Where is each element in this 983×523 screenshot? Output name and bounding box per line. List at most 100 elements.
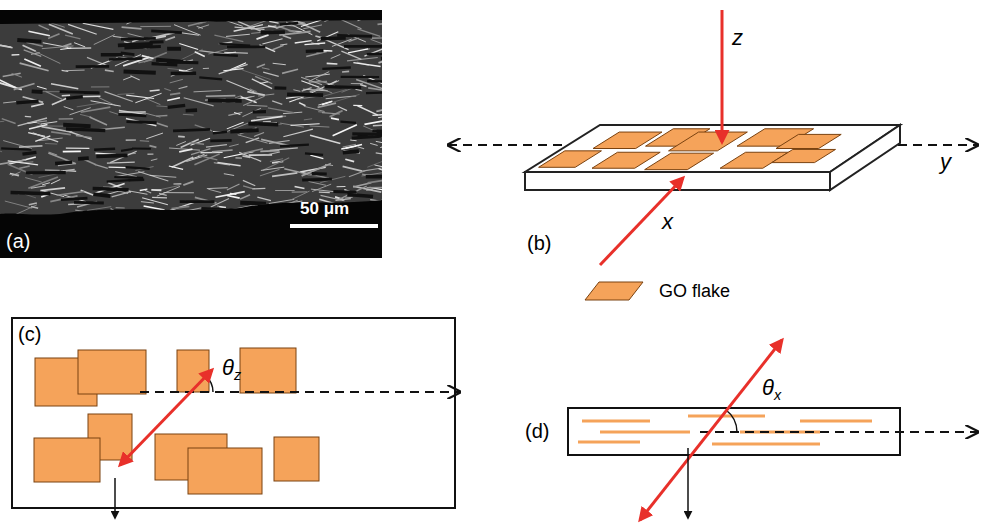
sem-fibre [347,57,378,60]
sem-fibre [16,101,38,103]
sem-fibre [174,208,202,214]
sem-fibre [201,209,237,211]
sem-fibre [287,92,323,97]
sem-fibre [57,191,85,195]
sem-fibre [227,206,252,211]
sem-fibre [376,210,396,218]
go-flakes [539,129,842,170]
sem-texture [0,10,413,220]
sem-fibre [126,122,156,123]
sem-fibre [206,95,236,97]
sem-fibre [229,144,238,146]
sem-fibre [29,203,37,205]
sem-fibre [12,54,20,56]
sem-fibre [63,44,72,47]
sem-fibre [377,107,407,110]
top-view-frame [12,318,455,508]
sem-fibre [240,201,266,206]
sem-fibre [198,18,217,25]
sem-fibre [167,47,181,51]
sem-fibre [322,68,351,69]
sem-fibre [2,119,16,124]
sem-fibre [226,20,243,26]
sem-fibre [109,166,127,168]
sem-fibre [170,79,183,83]
sem-fibre [195,52,205,57]
sem-fibre [19,166,30,169]
sem-fibre [304,43,325,45]
slab-front [525,172,830,190]
sem-fibre [374,165,405,172]
sem-fibre [347,194,373,196]
sem-fibre [252,79,272,89]
sem-fibre [101,53,123,57]
sem-fibre [149,146,156,148]
sem-fibre [144,206,165,210]
sem-fibre [280,44,287,45]
go-flake [177,350,209,392]
sem-fibre [208,99,242,103]
sem-fibre [5,201,32,208]
sem-fibre [251,116,283,121]
angle-arc [726,410,737,432]
sem-fibre [311,43,319,45]
legend-swatch [583,280,645,302]
sem-fibre [165,37,175,40]
sem-fibre [183,114,194,116]
panel-label: (a) [6,230,30,252]
sem-fibre [198,25,209,29]
sem-fibre [35,51,61,63]
sem-fibre [372,38,385,39]
sem-fibre [76,65,109,68]
sem-fibre [140,26,171,27]
sem-fibre [96,211,115,220]
sem-fibre [368,180,388,183]
sem-fibre [150,175,177,177]
sem-fibre [90,117,107,125]
sem-fibre [25,178,42,182]
side-view-flakes [578,416,872,444]
sem-fibre [243,180,255,185]
sem-fibre [170,93,180,94]
sem-fibre [146,133,163,139]
scale-bar [290,224,378,228]
sem-fibre [312,172,327,176]
sem-fibre [163,192,193,193]
sem-fibre [299,103,305,106]
sem-fibre [31,104,44,107]
sem-fibre [276,200,298,208]
sem-fibre [355,89,362,91]
sem-fibre [378,57,398,63]
sem-fibre [373,124,386,126]
sem-fibre [287,207,302,209]
sem-fibre [376,153,394,156]
film-slab [448,10,978,265]
sem-fibre [145,190,151,193]
sem-fibre [126,19,135,21]
sem-fibre [32,89,43,93]
sem-fibre [0,121,4,123]
sem-fibre [295,41,312,43]
sem-fibre [268,108,294,113]
sem-fibre [173,183,181,184]
sem-fibre [350,139,356,141]
sem-fibre [123,77,132,80]
sem-fibre [366,187,389,189]
sem-fibre [25,116,31,118]
sem-fibre [343,151,359,153]
sem-fibre [116,207,125,209]
sem-fibre [230,193,237,195]
sem-fibre [12,73,22,77]
sem-fibre [376,105,401,111]
sem-fibre [226,81,254,92]
side-view [568,340,978,520]
sem-fibre [171,206,189,208]
sem-fibre [156,123,167,127]
sem-fibre [305,153,323,155]
sem-fibre [167,68,184,70]
sem-fibre [18,18,30,20]
sem-fibre [122,27,142,29]
sem-fibre [183,181,193,185]
sem-fibre [94,35,115,45]
sem-fibre [367,160,386,167]
